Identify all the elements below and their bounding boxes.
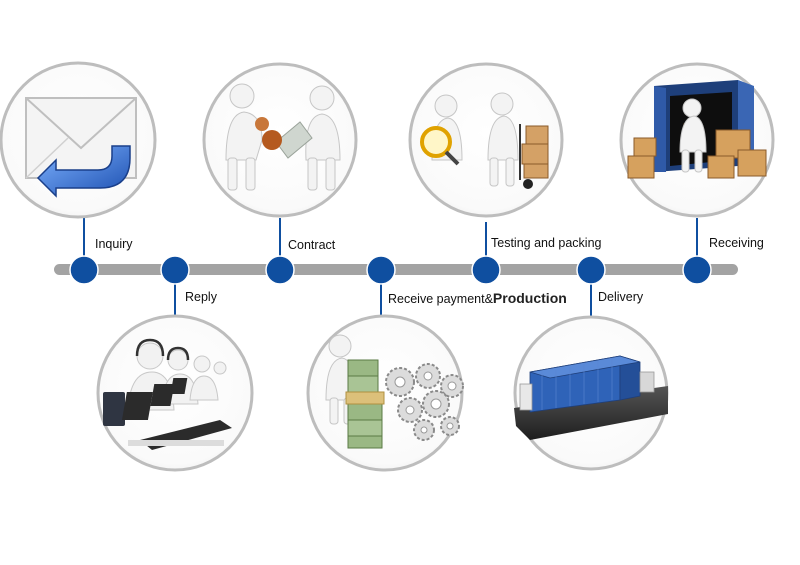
node-delivery (576, 255, 606, 285)
node-contract (265, 255, 295, 285)
call-center-icon (103, 338, 232, 450)
step-label-delivery: Delivery (598, 290, 644, 304)
cargo-ship-icon (514, 355, 668, 440)
step-label-contract: Contract (288, 238, 336, 252)
node-testing (471, 255, 501, 285)
node-inquiry (69, 255, 99, 285)
step-image-receiving (619, 62, 775, 218)
step-label-production: Production (492, 290, 567, 306)
step-image-contract (202, 62, 358, 218)
step-image-reply (96, 314, 254, 472)
envelope-reply-icon (25, 97, 137, 198)
step-label-ampersand: & (484, 292, 493, 306)
node-payment (366, 255, 396, 285)
step-label-payment-production: Receive payment&Production (388, 290, 567, 306)
step-label-inquiry: Inquiry (95, 237, 133, 251)
money-gears-icon (325, 334, 464, 449)
timeline-nodes (69, 255, 712, 285)
timeline-bar (54, 264, 738, 275)
warehouse-container-icon (627, 80, 767, 179)
node-receiving (682, 255, 712, 285)
step-label-reply: Reply (185, 290, 217, 304)
step-image-delivery (513, 315, 669, 471)
contract-handshake-icon (225, 83, 341, 191)
step-image-testing-packing (408, 62, 564, 218)
step-label-testing-packing: Testing and packing (491, 236, 602, 250)
inspection-packing-icon (420, 92, 549, 189)
step-image-inquiry (0, 61, 157, 219)
node-reply (160, 255, 190, 285)
step-image-payment-production (306, 314, 464, 472)
step-label-payment: Receive payment (388, 292, 485, 306)
step-label-receiving: Receiving (709, 236, 764, 250)
